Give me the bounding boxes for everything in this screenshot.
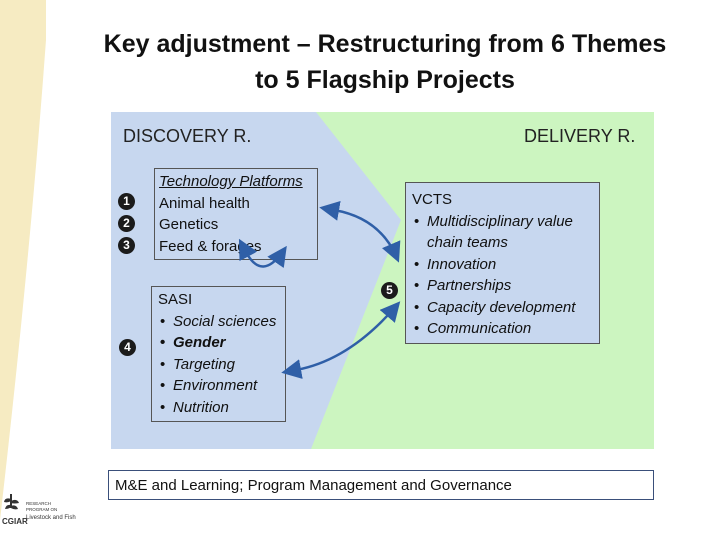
technology-platforms-box: Technology Platforms Animal health Genet… [154,168,318,260]
vcts-item: Multidisciplinary value chain teams [412,211,595,254]
logo-line-1: RESEARCH [26,501,51,506]
left-decorative-band [0,0,46,520]
title-line-2: to 5 Flagship Projects [255,66,515,94]
platforms-item: Feed & forages [159,237,262,255]
platforms-sasi-arrow [238,238,287,269]
platforms-heading: Technology Platforms [159,173,303,190]
sasi-item: Social sciences [158,311,285,333]
number-3-badge: 3 [118,237,135,254]
sasi-list: Social sciences Gender Targeting Environ… [158,311,285,419]
platforms-item: Genetics [159,216,219,233]
sasi-heading: SASI [158,291,193,308]
number-5-badge: 5 [381,282,398,299]
logo-line-2: PROGRAM ON [26,507,57,512]
platforms-item: Animal health [159,194,250,212]
sasi-item: Nutrition [158,397,285,419]
vcts-item: Capacity development [412,297,595,319]
number-2-badge: 2 [118,215,135,232]
platforms-vcts-arrow [319,201,401,263]
livestock-fish-logo: CGIAR RESEARCH PROGRAM ON Livestock and … [2,494,102,538]
vcts-item: Innovation [412,254,595,276]
vcts-heading: VCTS [412,191,453,208]
sasi-item: Targeting [158,354,285,376]
delivery-label: DELIVERY R. [524,126,636,146]
logo-brand: CGIAR [2,517,28,526]
sasi-vcts-arrow [281,301,401,379]
number-1-badge: 1 [118,193,135,210]
number-4-badge: 4 [119,339,136,356]
title-line-1: Key adjustment – Restructuring from 6 Th… [103,30,667,58]
governance-footer-box: M&E and Learning; Program Management and… [108,470,654,500]
vcts-item: Partnerships [412,275,595,297]
sasi-item: Environment [158,375,285,397]
vcts-list: Multidisciplinary value chain teams Inno… [412,211,595,340]
logo-line-3: Livestock and Fish [26,515,76,521]
slide-title: Key adjustment – Restructuring from 6 Th… [60,26,710,98]
vcts-item: Communication [412,318,595,340]
discovery-label: DISCOVERY R. [123,126,252,146]
sasi-item: Gender [158,332,285,354]
vcts-box: VCTS Multidisciplinary value chain teams… [405,182,600,344]
cgiar-logo-icon: CGIAR RESEARCH PROGRAM ON Livestock and … [2,494,76,526]
